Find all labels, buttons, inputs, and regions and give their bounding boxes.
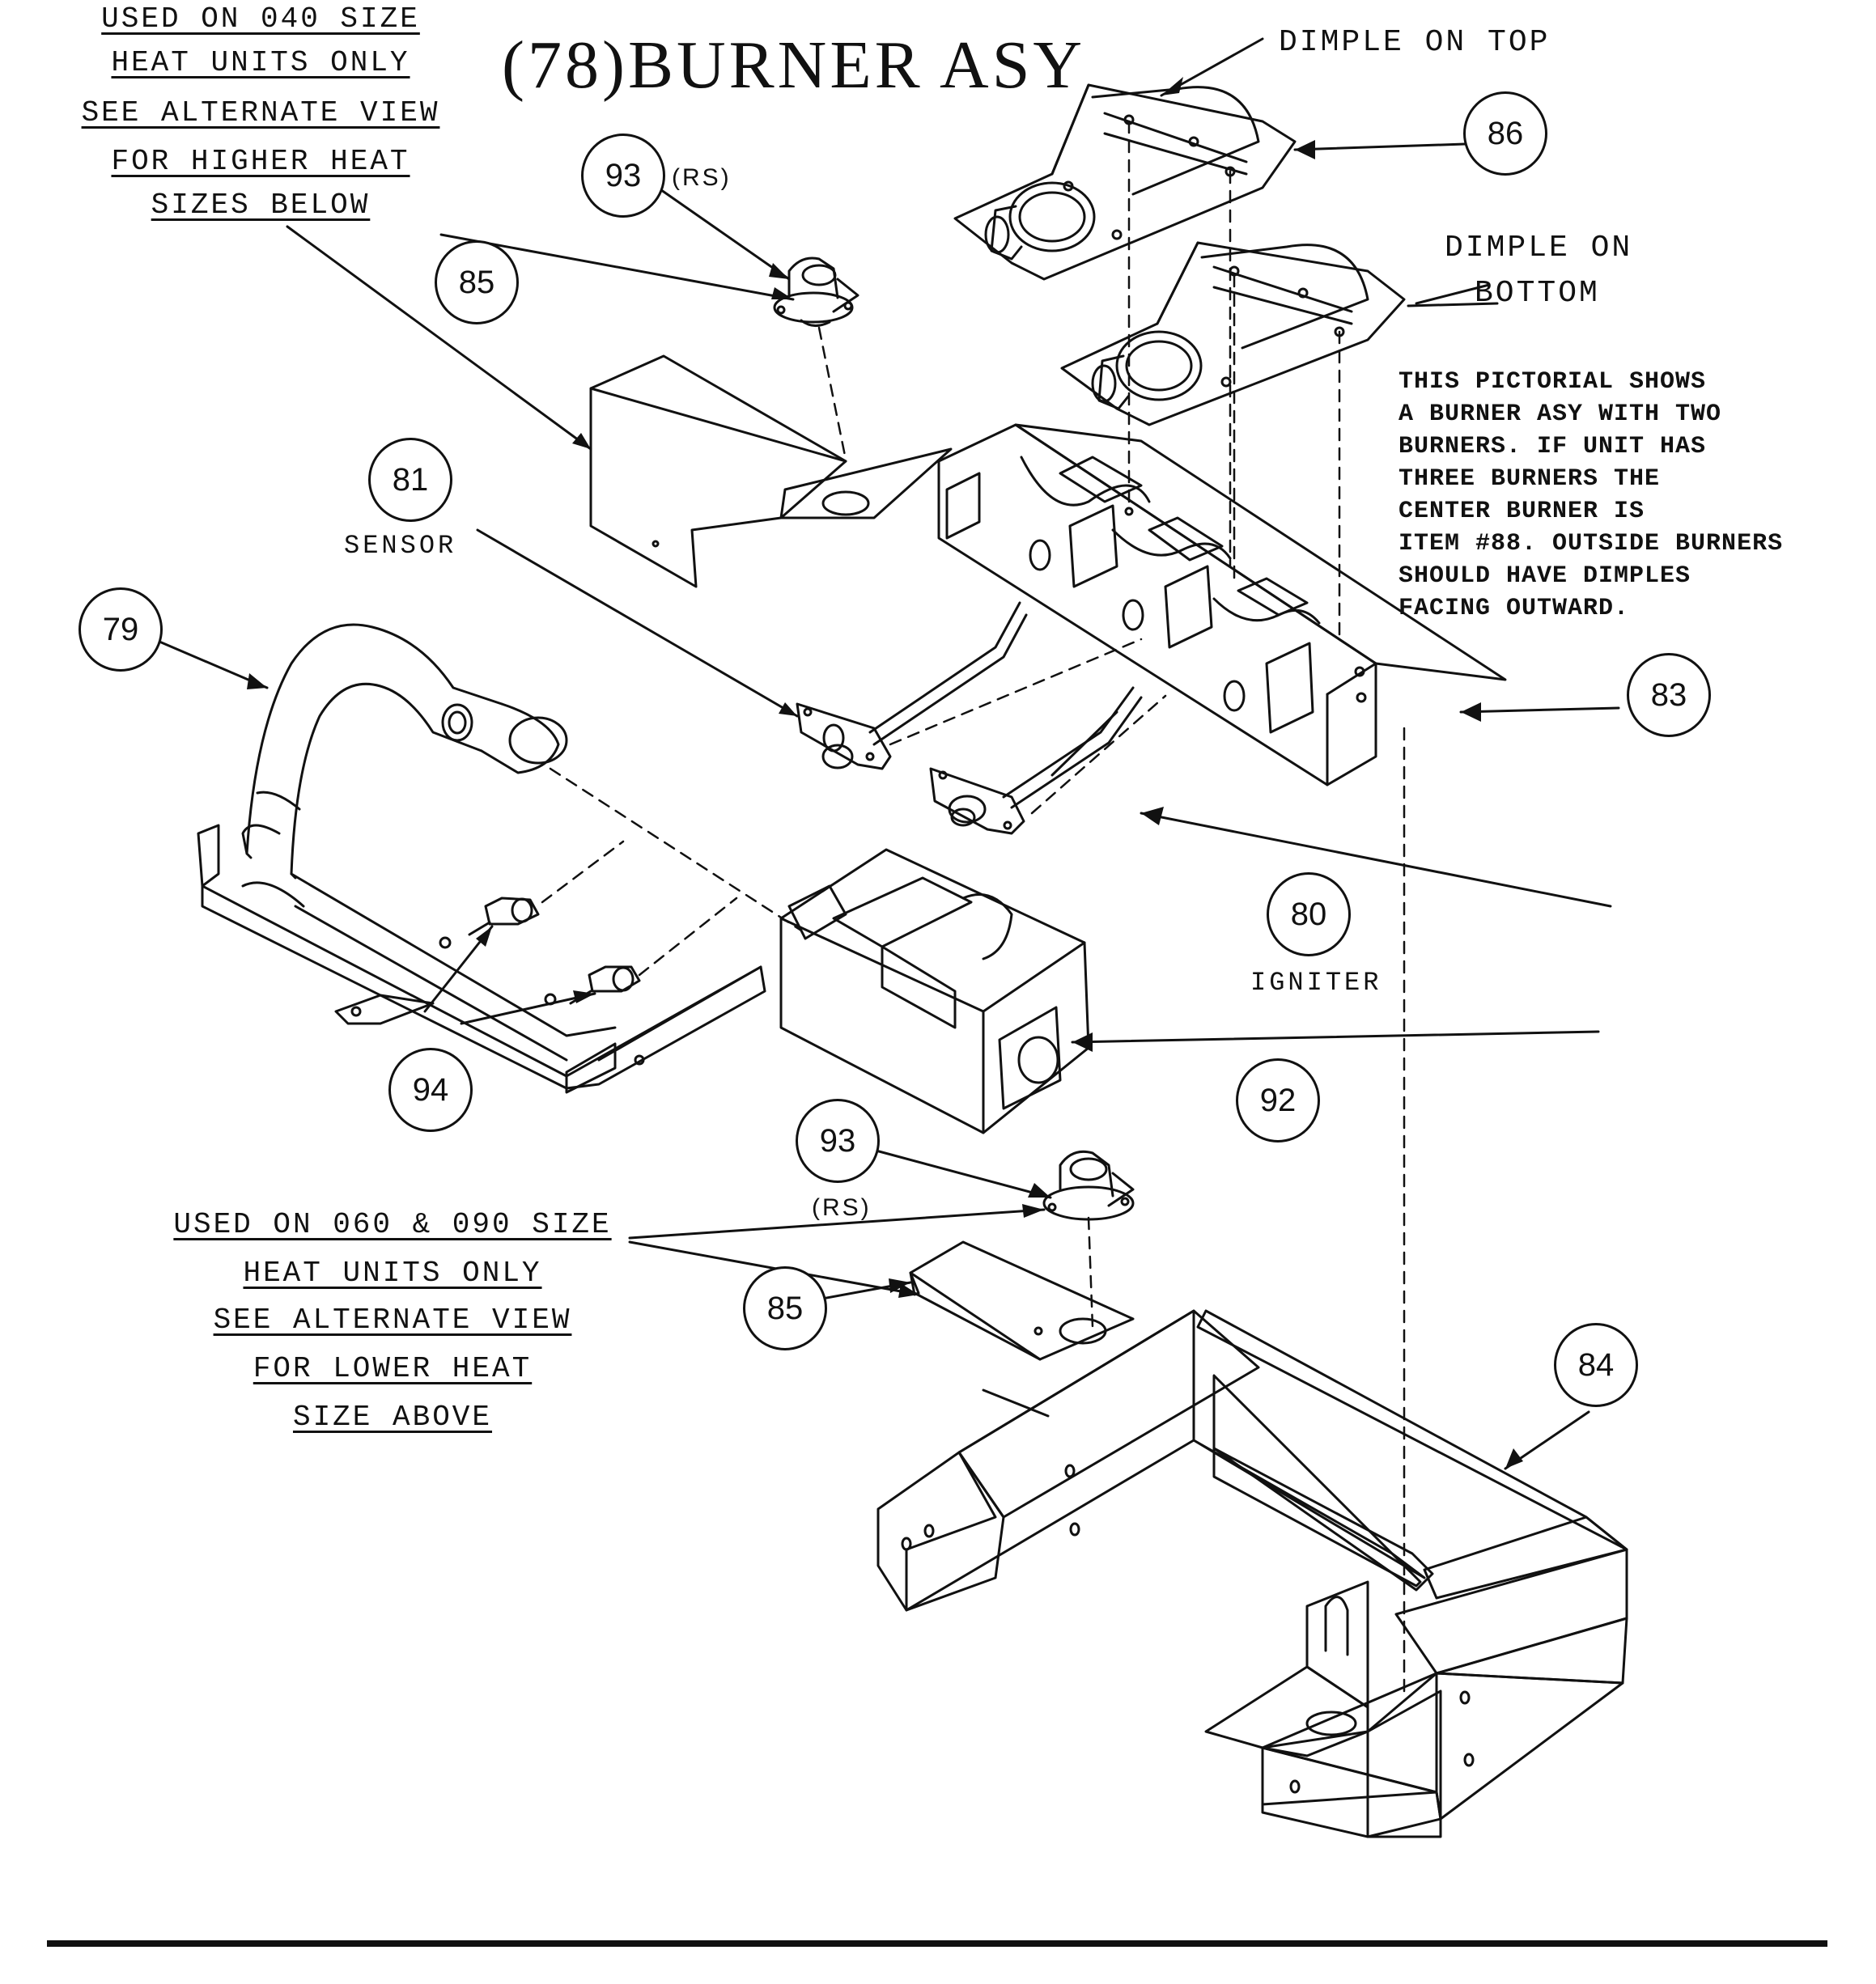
callout-92: 92 — [1236, 1058, 1320, 1142]
callout-79: 79 — [79, 587, 163, 672]
callout-93-top: 93 — [581, 134, 665, 218]
flame-sensor — [796, 601, 1028, 770]
note-top-left-line-5: SIZES BELOW — [151, 189, 371, 222]
footer-rule — [47, 1940, 1827, 1947]
flame-shield-top — [589, 354, 953, 588]
label-igniter: IGNITER — [1250, 968, 1382, 998]
callout-81: 81 — [368, 438, 452, 522]
label-rs-bottom: (RS) — [812, 1194, 872, 1221]
rollout-switch-top — [773, 256, 859, 327]
hot-surface-igniter — [929, 686, 1143, 835]
pictorial-note-line: SHOULD HAVE DIMPLES — [1399, 562, 1691, 590]
note-bottom-left-line-3: SEE ALTERNATE VIEW — [213, 1304, 572, 1337]
callout-84: 84 — [1554, 1323, 1638, 1407]
burner-bottom — [1060, 241, 1406, 426]
pictorial-note-line: ITEM #88. OUTSIDE BURNERS — [1399, 530, 1784, 557]
gas-manifold — [197, 623, 766, 1094]
pictorial-note-line: THREE BURNERS THE — [1399, 465, 1661, 493]
note-bottom-left-line-2: HEAT UNITS ONLY — [243, 1257, 542, 1290]
callout-85-bottom: 85 — [743, 1266, 827, 1350]
diagram-title: (78)BURNER ASY — [502, 28, 1086, 103]
note-top-left-line-3: SEE ALTERNATE VIEW — [81, 96, 440, 129]
callout-86: 86 — [1463, 91, 1547, 176]
gas-valve — [779, 848, 1090, 1134]
leader-lines — [152, 37, 1620, 1470]
note-bottom-left-line-1: USED ON 060 & 090 SIZE — [173, 1208, 612, 1241]
flame-shield-bottom — [909, 1240, 1135, 1361]
burner-mounting-bracket — [876, 1309, 1628, 1838]
pictorial-note-line: THIS PICTORIAL SHOWS — [1399, 368, 1707, 396]
note-top-left-line-4: FOR HIGHER HEAT — [111, 145, 410, 178]
callout-93-bottom: 93 — [796, 1099, 880, 1183]
note-dimple-on-bottom-line-2: BOTTOM — [1475, 276, 1600, 311]
rollout-switch-bottom — [1042, 1150, 1135, 1221]
callout-80: 80 — [1267, 872, 1351, 956]
label-rs-top: (RS) — [672, 164, 732, 191]
pictorial-note-line: FACING OUTWARD. — [1399, 595, 1630, 622]
callout-94: 94 — [388, 1048, 473, 1132]
note-dimple-on-bottom-line-1: DIMPLE ON — [1445, 231, 1633, 265]
note-top-left-line-1: USED ON 040 SIZE — [101, 2, 420, 36]
pictorial-note-line: A BURNER ASY WITH TWO — [1399, 401, 1722, 428]
note-bottom-left-line-5: SIZE ABOVE — [292, 1401, 493, 1434]
callout-83: 83 — [1627, 653, 1711, 737]
note-dimple-on-top: DIMPLE ON TOP — [1279, 25, 1551, 60]
note-top-left-line-2: HEAT UNITS ONLY — [111, 46, 410, 79]
pictorial-note-line: CENTER BURNER IS — [1399, 498, 1645, 525]
label-sensor: SENSOR — [344, 531, 457, 561]
orifices — [468, 897, 641, 1005]
pictorial-note: THIS PICTORIAL SHOWS A BURNER ASY WITH T… — [1399, 366, 1783, 625]
pictorial-note-line: BURNERS. IF UNIT HAS — [1399, 433, 1707, 460]
callout-85-top: 85 — [435, 240, 519, 324]
note-bottom-left-line-4: FOR LOWER HEAT — [253, 1352, 533, 1385]
burner-box — [937, 423, 1507, 786]
